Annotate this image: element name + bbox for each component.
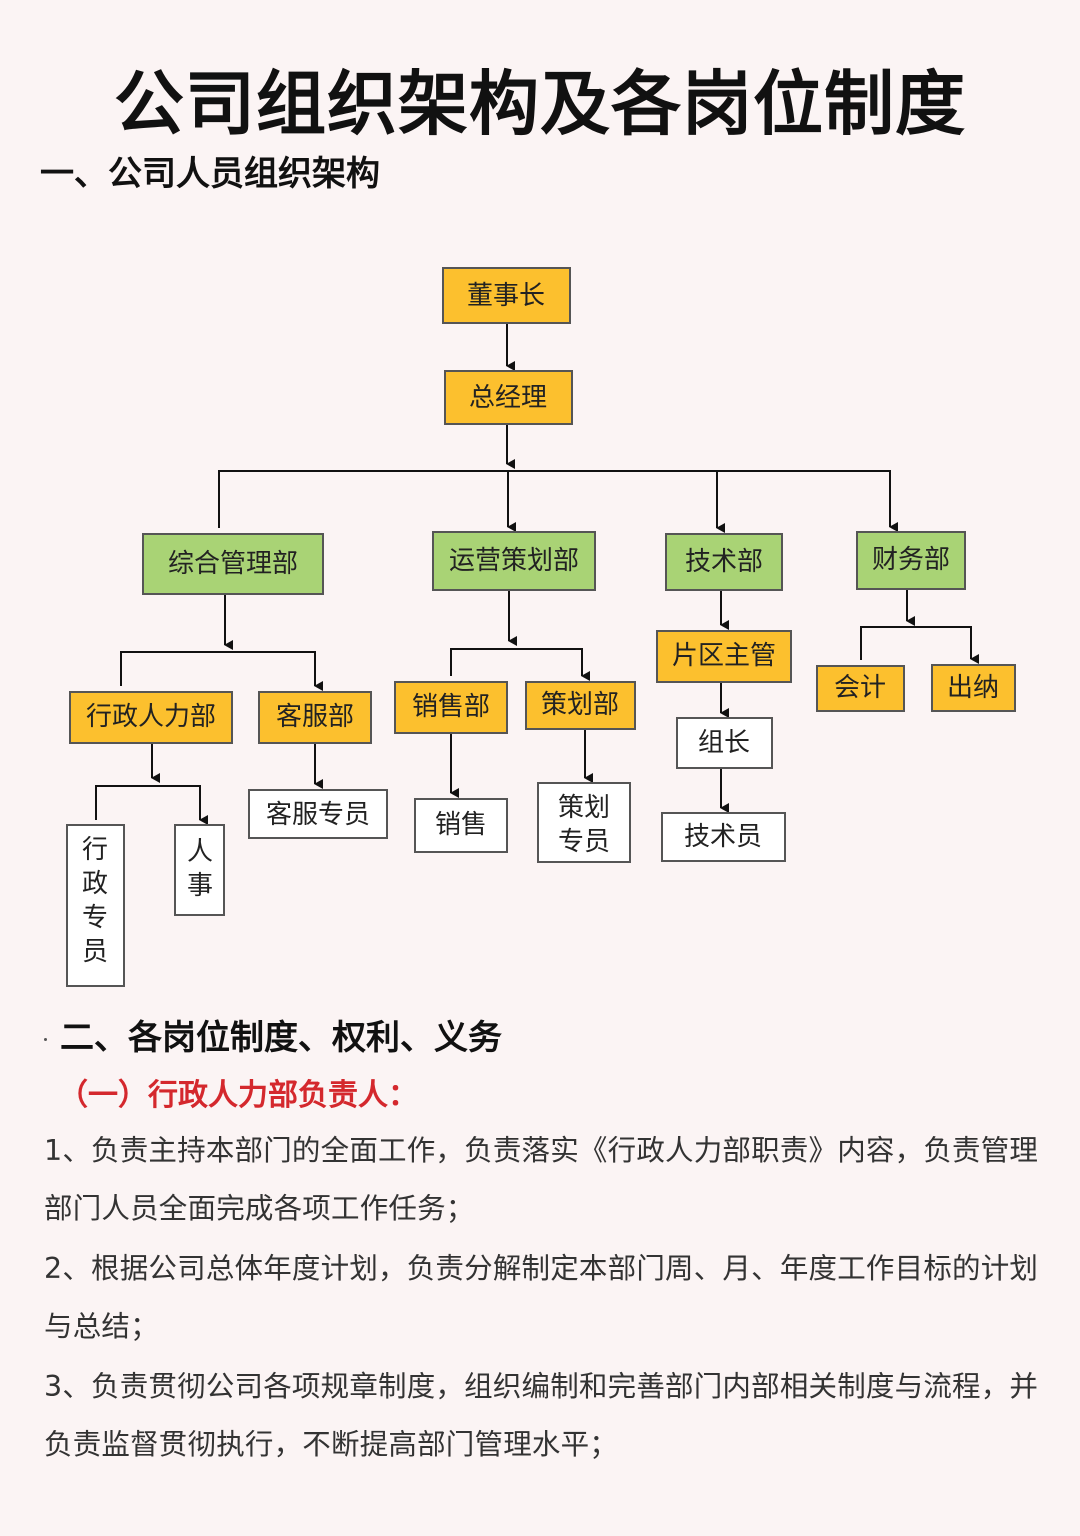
org-label-technician: 技术员	[684, 822, 762, 852]
org-label-planning-dept: 策划部	[541, 690, 619, 720]
org-label-dept-ops: 运营策划部	[449, 546, 579, 576]
org-box-dept-ops	[432, 531, 596, 591]
org-box-sales	[414, 798, 508, 853]
org-label-customer-service: 客服部	[276, 702, 354, 732]
section-heading-org: 一、公司人员组织架构	[40, 154, 380, 194]
page-title: 公司组织架构及各岗位制度	[114, 63, 966, 145]
org-label-planning-staff-2: 专员	[558, 827, 610, 857]
org-box-planning-dept	[525, 681, 636, 730]
org-box-admin-staff	[66, 824, 125, 987]
org-label-chairman: 董事长	[467, 281, 545, 311]
org-box-sales-dept	[394, 681, 508, 734]
org-box-technician	[661, 812, 786, 862]
org-label-dept-finance: 财务部	[872, 545, 950, 575]
org-box-cs-staff	[248, 789, 388, 839]
paragraph-3: 3、负责贯彻公司各项规章制度，组织编制和完善部门内部相关制度与流程，并负责监督贯…	[44, 1370, 1039, 1461]
org-label-admin-staff-1: 行	[82, 835, 108, 865]
org-box-admin-hr	[69, 691, 233, 744]
org-label-accounting: 会计	[834, 673, 886, 703]
section-heading-rules: 二、各岗位制度、权利、义务	[60, 1018, 502, 1058]
org-box-chairman	[442, 267, 571, 324]
org-chart: 董事长 总经理 综合管理部 运营策划部 技术部 财务部 行政人力部 客服部 销售…	[66, 267, 1016, 987]
org-label-hr-1: 人	[187, 837, 213, 867]
org-box-customer-service	[258, 691, 372, 744]
subsection-heading-admin-hr-head: （一）行政人力部负责人：	[58, 1078, 418, 1113]
org-label-admin-staff-3: 专	[82, 903, 108, 933]
org-label-dept-admin: 综合管理部	[168, 549, 298, 579]
paragraph-2: 2、根据公司总体年度计划，负责分解制定本部门周、月、年度工作目标的计划与总结；	[44, 1252, 1039, 1343]
org-box-cashier	[931, 664, 1016, 712]
org-label-gm: 总经理	[469, 383, 547, 413]
paragraph-1: 1、负责主持本部门的全面工作，负责落实《行政人力部职责》内容，负责管理部门人员全…	[44, 1134, 1039, 1225]
org-label-admin-hr: 行政人力部	[86, 702, 216, 732]
org-box-team-leader	[676, 717, 773, 769]
org-label-sales-dept: 销售部	[412, 692, 490, 722]
org-box-hr	[174, 824, 225, 916]
org-label-sales: 销售	[435, 810, 487, 840]
org-box-accounting	[816, 665, 905, 712]
org-label-dept-tech: 技术部	[685, 547, 763, 577]
org-label-hr-2: 事	[187, 871, 213, 901]
org-connectors	[95, 323, 979, 825]
org-label-planning-staff-1: 策划	[558, 793, 610, 823]
org-box-planning-staff	[537, 782, 631, 863]
org-box-area-manager	[656, 630, 792, 683]
org-label-admin-staff-2: 政	[82, 869, 108, 899]
org-label-cs-staff: 客服专员	[266, 800, 370, 830]
org-box-gm	[444, 370, 573, 425]
org-label-cashier: 出纳	[947, 673, 999, 703]
org-label-team-leader: 组长	[698, 728, 750, 758]
org-label-admin-staff-4: 员	[82, 937, 108, 967]
stray-dot	[44, 1038, 47, 1041]
org-box-dept-admin	[142, 533, 324, 595]
org-box-dept-finance	[856, 531, 966, 590]
org-label-area-manager: 片区主管	[672, 641, 776, 671]
org-box-dept-tech	[665, 533, 783, 591]
